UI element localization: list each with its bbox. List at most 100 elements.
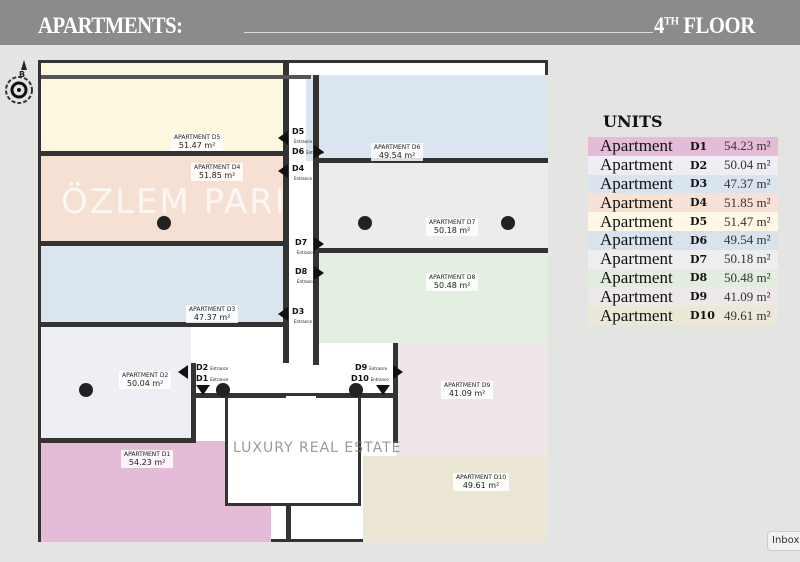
room-name: APARTMENT D3 [189, 306, 236, 313]
column [349, 383, 363, 397]
unit-area: 51.85 m² [724, 194, 771, 210]
unit-area: 41.09 m² [724, 288, 771, 304]
column [501, 216, 515, 230]
entrance-code: D9 [355, 363, 368, 372]
column [79, 383, 93, 397]
entrance-word: Entrance [297, 279, 315, 284]
wall [393, 343, 398, 443]
wall [191, 363, 196, 443]
entrance-arrow-icon [196, 385, 210, 395]
wall [41, 322, 286, 327]
unit-area: 47.37 m² [724, 175, 771, 191]
apartment-d9-area[interactable] [396, 343, 548, 456]
apartment-d6-area[interactable] [306, 75, 548, 161]
unit-word: Apartment [600, 155, 673, 175]
unit-row-d6: Apartment D6 49.54 m² [588, 230, 778, 250]
floor-number: 4 [654, 13, 664, 38]
entrance-word: Entrance [297, 250, 315, 255]
unit-code: D7 [690, 252, 708, 266]
apartment-d10-area[interactable] [363, 456, 548, 542]
wall [41, 438, 191, 443]
wall [41, 75, 311, 79]
watermark-brand: ÖZLEM PARIŞ [61, 182, 311, 222]
column [216, 383, 230, 397]
entrance-word: Entrance [210, 366, 229, 371]
unit-word: Apartment [600, 211, 673, 231]
entrance-code: D4 [292, 164, 305, 173]
watermark-tagline: LUXURY REAL ESTATE [233, 440, 402, 456]
wall [191, 393, 286, 398]
room-name: APARTMENT D9 [444, 382, 491, 389]
entrance-word: Entrance [210, 377, 229, 382]
unit-code: D1 [690, 139, 708, 153]
units-title: UNITS [603, 112, 663, 131]
room-name: APARTMENT D6 [374, 144, 421, 151]
compass-icon: B [2, 60, 42, 110]
room-name: APARTMENT D5 [174, 134, 221, 141]
room-name: APARTMENT D10 [456, 474, 507, 481]
column [157, 216, 171, 230]
unit-area: 50.18 m² [724, 251, 771, 267]
unit-code: D4 [690, 196, 708, 210]
unit-code: D3 [690, 177, 708, 191]
entrance-word: Entrance [294, 319, 312, 324]
unit-word: Apartment [600, 230, 673, 250]
entrance-arrow-icon [278, 307, 288, 321]
wall [283, 63, 289, 363]
header-bar: APARTMENTS: 4TH FLOOR [0, 0, 800, 45]
room-area: 50.18 m² [433, 226, 471, 235]
apartment-d3-area[interactable] [41, 246, 286, 324]
unit-word: Apartment [600, 136, 673, 156]
floor-suffix: TH [663, 13, 679, 28]
unit-area: 50.48 m² [724, 269, 771, 285]
entrance-code: D7 [295, 238, 308, 247]
entrance-arrow-icon [278, 164, 288, 178]
divider [428, 32, 653, 33]
entrance-code: D2 [196, 363, 209, 372]
divider [244, 32, 428, 33]
room-name: APARTMENT D1 [124, 451, 171, 458]
apartment-d8-area[interactable] [316, 253, 548, 343]
unit-area: 49.54 m² [724, 232, 771, 248]
unit-code: D2 [690, 158, 708, 172]
column [358, 216, 372, 230]
unit-word: Apartment [600, 305, 673, 325]
entrance-code: D8 [295, 267, 308, 276]
unit-word: Apartment [600, 286, 673, 306]
floor-title: 4TH FLOOR [654, 13, 755, 39]
unit-code: D6 [690, 233, 708, 247]
room-area: 50.04 m² [126, 379, 164, 388]
inbox-tooltip[interactable]: Inbox [767, 531, 800, 551]
unit-code: D9 [690, 290, 708, 304]
room-area: 49.54 m² [378, 151, 416, 160]
room-name: APARTMENT D7 [429, 219, 476, 226]
stairwell [225, 393, 361, 506]
wall [316, 158, 548, 163]
entrance-word: Entrance [369, 366, 388, 371]
entrance-word: Entrance [306, 150, 325, 155]
entrance-arrow-icon [393, 365, 403, 379]
